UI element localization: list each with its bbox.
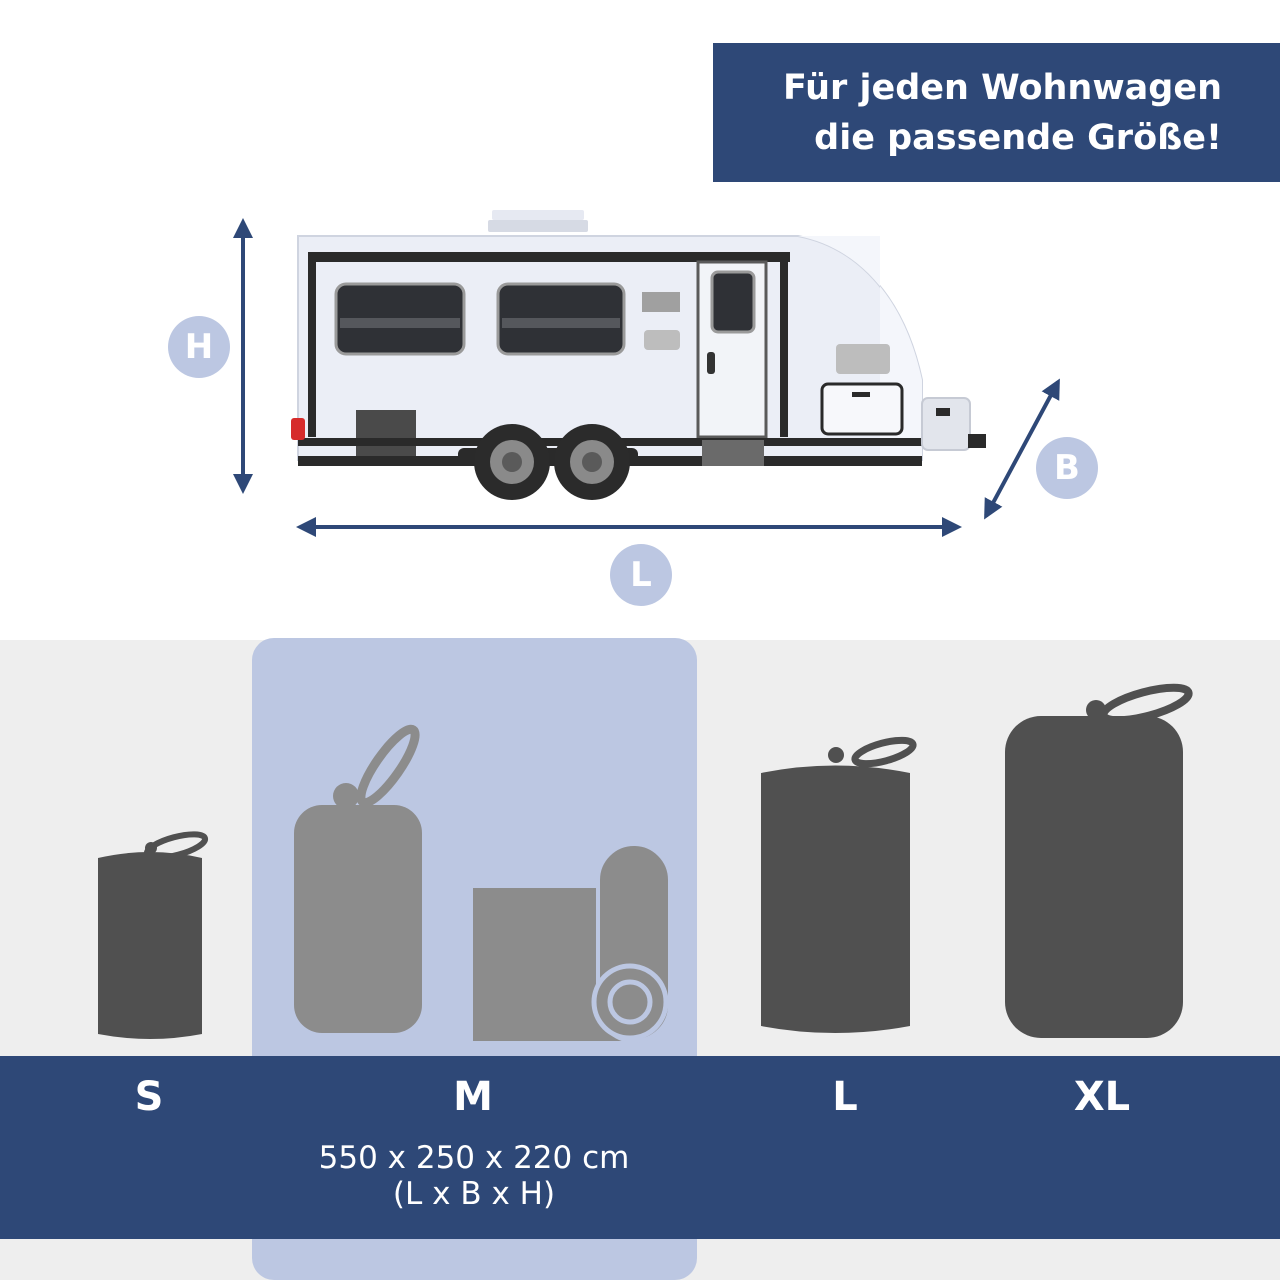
headline-banner: Für jeden Wohnwagen die passende Größe! — [713, 43, 1280, 182]
bag-l-icon — [761, 736, 917, 1033]
headline-line-2: die passende Größe! — [814, 118, 1222, 158]
dimensions-value: 550 x 250 x 220 cm — [318, 1140, 630, 1176]
width-arrow — [984, 378, 1060, 520]
size-label-s[interactable]: S — [134, 1074, 164, 1120]
size-label-bar — [0, 1056, 1280, 1239]
bag-xl-icon — [1005, 683, 1193, 1038]
height-badge: H — [168, 316, 230, 378]
rolled-mat-icon — [473, 842, 672, 1043]
size-label-l[interactable]: L — [832, 1074, 858, 1120]
length-badge: L — [610, 544, 672, 606]
bag-s-icon — [98, 831, 209, 1039]
size-label-xl[interactable]: XL — [1073, 1074, 1131, 1120]
dimensions-legend: (L x B x H) — [392, 1176, 556, 1212]
headline-line-1: Für jeden Wohnwagen — [782, 68, 1222, 108]
size-label-m[interactable]: M — [453, 1074, 493, 1120]
size-m-dimensions: 550 x 250 x 220 cm (L x B x H) — [284, 1140, 664, 1212]
caravan-icon — [291, 210, 986, 500]
bag-m-icon — [294, 724, 422, 1033]
width-badge: B — [1036, 437, 1098, 499]
